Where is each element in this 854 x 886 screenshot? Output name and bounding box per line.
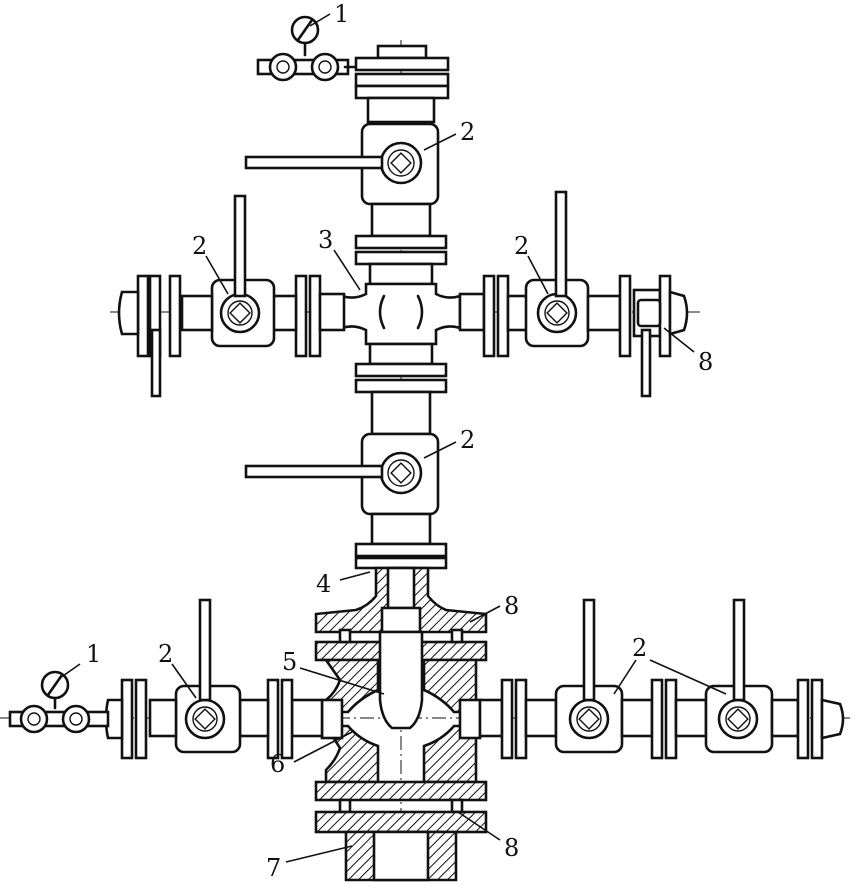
lower-right-wing: [478, 598, 845, 760]
label-2-middle-valve: 2: [460, 426, 475, 454]
flow-cross: [340, 282, 462, 346]
leader-lines: [59, 13, 727, 863]
upper-right-wing: [458, 190, 689, 398]
label-1-bottom: 1: [86, 640, 101, 668]
label-8-upper-flange: 8: [504, 592, 519, 620]
label-5-tubing: 5: [282, 648, 297, 676]
top-cap-flange: [354, 44, 450, 124]
label-6-spool: 6: [270, 750, 285, 778]
label-1-top: 1: [334, 0, 349, 28]
label-7-head: 7: [266, 854, 281, 882]
bottom-pressure-gauge: [8, 670, 110, 734]
middle-spool-flanges: [354, 342, 448, 436]
lower-master-valve: [244, 432, 448, 570]
label-2-bottom-left: 2: [158, 640, 173, 668]
part-labels: 1 2 2 3 2 8 2 4 8 5 1 2 2 6 7 8: [86, 0, 713, 882]
tubing-hanger-5: [378, 630, 424, 730]
label-4-hanger: 4: [316, 570, 331, 598]
label-2-bottom-right: 2: [632, 634, 647, 662]
casing-head-7: [314, 780, 488, 882]
label-8-right-cap: 8: [698, 348, 713, 376]
label-3-cross: 3: [318, 226, 333, 254]
label-2-left-wing: 2: [192, 232, 207, 260]
casing-spool-6: [320, 658, 482, 784]
label-8-lower-flange: 8: [504, 834, 519, 862]
upper-master-valve: [244, 122, 440, 238]
label-2-upper-valve: 2: [460, 118, 475, 146]
upper-spool-flanges: [354, 234, 448, 286]
upper-left-wing: [117, 194, 346, 398]
lower-left-wing: [104, 598, 324, 760]
top-pressure-gauge: [256, 15, 358, 82]
label-2-right-wing: 2: [514, 232, 529, 260]
